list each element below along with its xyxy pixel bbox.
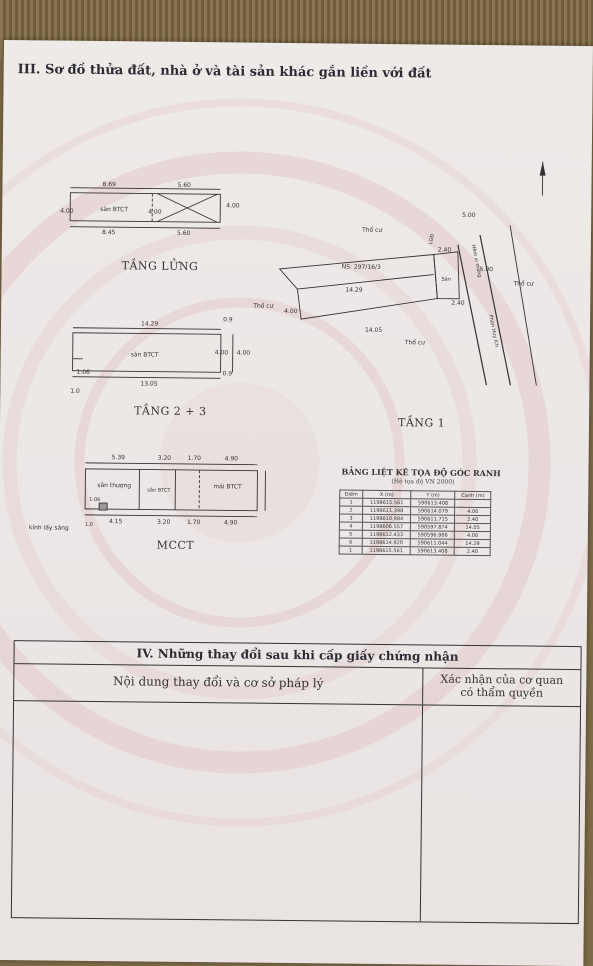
mc-d9: 1.06 <box>89 497 100 503</box>
tl-d1: 8.69 <box>102 181 116 188</box>
label-tang-1: TẦNG 1 <box>398 416 445 429</box>
section-4-header-row: Nội dung thay đổi và cơ sở pháp lý Xác n… <box>14 664 580 707</box>
section-4-changes-cell <box>12 701 423 921</box>
section-4-col2-header: Xác nhận của cơ quan có thẩm quyền <box>423 668 580 706</box>
tl-d2: 5.60 <box>177 182 191 189</box>
mc-d10: 1.0 <box>85 522 93 528</box>
cell: 4 <box>339 522 362 530</box>
plan-tang-lung <box>70 188 220 229</box>
t1-d2: 14.05 <box>365 327 382 334</box>
mc-d3: 1.70 <box>188 455 202 462</box>
cell: 3 <box>339 514 362 522</box>
cell: 2.40 <box>455 547 491 555</box>
floor-plans: 8.69 5.60 8.45 5.60 4.00 4.00 4.00 sàn B… <box>0 40 593 626</box>
col2-line2: có thẩm quyền <box>423 685 580 700</box>
t23-d5: 13.05 <box>140 380 157 387</box>
t1-d3: 4.00 <box>284 308 298 315</box>
cell: 6 <box>339 538 362 546</box>
cell: 5 <box>339 530 362 538</box>
mc-d4: 4.90 <box>225 455 239 462</box>
t1-lg: LGĐ <box>428 233 436 245</box>
label-mcct: MCCT <box>157 539 195 552</box>
coord-header: Điểm <box>340 490 363 498</box>
coord-table-title: BẢNG LIỆT KÊ TỌA ĐỘ GÓC RANH <box>341 467 500 479</box>
t1-house: NS: 297/16/3 <box>342 264 381 271</box>
t23-d6: 0.9 <box>222 370 232 377</box>
mc-note: kính lấy sáng <box>29 524 69 531</box>
t1-d4: 5.00 <box>462 212 476 219</box>
tl-d5: 5.60 <box>177 230 191 237</box>
label-tang-23: TẦNG 2 + 3 <box>134 404 207 418</box>
coord-table-subtitle: (Hệ tọa độ VN 2000) <box>391 478 454 486</box>
section-4-table: IV. Những thay đổi sau khi cấp giấy chứn… <box>11 640 582 924</box>
tl-d3: 4.00 <box>226 202 240 209</box>
section-4-body <box>12 701 580 923</box>
t1-neighbor3: Thổ cư <box>404 339 426 346</box>
section-4-confirm-cell <box>421 705 580 923</box>
plan-tang-1 <box>278 159 542 386</box>
cell: 1 <box>339 546 362 554</box>
mc-d7: 1.70 <box>187 519 201 526</box>
t1-yard: Sân <box>441 276 450 283</box>
cell: 1198615.561 <box>362 546 410 555</box>
t23-room: sàn BTCT <box>131 351 159 358</box>
t1-neighbor4: Thổ cư <box>512 280 534 287</box>
tl-d7: 4.00 <box>148 209 162 216</box>
north-arrow-icon <box>540 162 546 176</box>
section-4-col1-header: Nội dung thay đổi và cơ sở pháp lý <box>14 664 423 704</box>
mc-r3: mái BTCT <box>213 483 242 490</box>
t1-road2: Phan Huy Ích <box>487 314 500 348</box>
t23-d2: 0.9 <box>223 316 233 323</box>
t23-d7: 1.06 <box>76 369 90 376</box>
mc-d1: 5.39 <box>112 454 126 461</box>
label-tang-lung: TẦNG LỬNG <box>122 259 199 273</box>
certificate-page: III. Sơ đồ thửa đất, nhà ở và tài sản kh… <box>0 40 593 966</box>
t1-neighbor1: Thổ cư <box>361 227 383 234</box>
t1-road1: Hẻm xi măng <box>470 244 483 278</box>
t23-d3: 4.00 <box>215 349 229 356</box>
mc-d5: 4.15 <box>109 518 123 525</box>
tl-room: sàn BTCT <box>100 206 128 213</box>
mc-r2: sân BTCT <box>147 487 171 494</box>
t1-neighbor2: Thổ cư <box>252 303 274 310</box>
mc-r1: sân thượng <box>97 482 131 489</box>
col2-line1: Xác nhận của cơ quan <box>423 672 580 687</box>
t23-d1: 14.29 <box>141 320 158 327</box>
t1-d5: 2.40 <box>438 247 452 254</box>
tl-d4: 8.45 <box>102 229 116 236</box>
cell: 590613.408 <box>410 547 454 555</box>
t1-d1: 14.29 <box>345 287 362 294</box>
mc-d6: 3.20 <box>157 519 171 526</box>
t1-d7: 2.40 <box>451 300 465 307</box>
tl-d6: 4.00 <box>60 208 74 215</box>
t23-d4: 4.00 <box>237 349 251 356</box>
cell: 1 <box>340 498 363 506</box>
mc-d8: 4.90 <box>224 519 238 526</box>
cell: 2 <box>340 506 363 514</box>
t23-d8: 1.0 <box>70 388 80 395</box>
mc-d2: 3.20 <box>158 455 172 462</box>
